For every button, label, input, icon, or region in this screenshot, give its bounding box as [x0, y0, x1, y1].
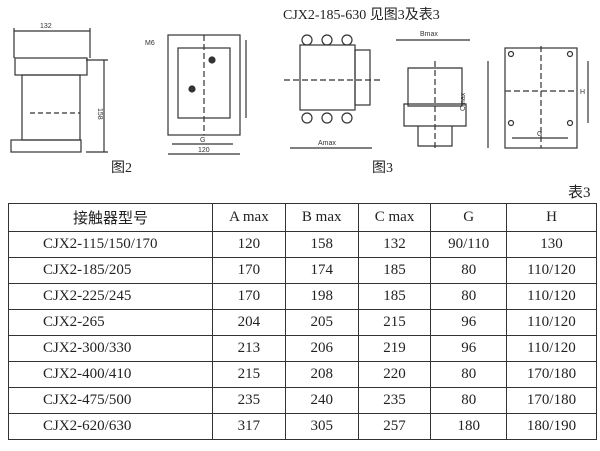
dimension-table: 接触器型号 A max B max C max G H CJX2-115/150… — [8, 203, 598, 440]
dim-120: 120 — [198, 147, 210, 154]
header-g: G — [430, 203, 507, 232]
cell-h: 180/190 — [505, 413, 598, 440]
cell-h: 170/180 — [505, 361, 598, 388]
cell-c-max: 235 — [357, 387, 432, 414]
cell-a-max: 170 — [212, 257, 286, 284]
cell-model: CJX2-400/410 — [8, 361, 213, 388]
fig3-front-view: Amax — [284, 34, 380, 149]
cell-c-max: 257 — [357, 413, 432, 440]
header-h: H — [505, 203, 598, 232]
dim-bmax: Bmax — [420, 31, 438, 38]
cell-model: CJX2-115/150/170 — [8, 231, 213, 258]
header-b-max: B max — [284, 203, 359, 232]
dim-h: H — [580, 89, 585, 96]
cell-g: 96 — [430, 335, 507, 362]
cell-b-max: 158 — [284, 231, 359, 258]
dim-amax: Amax — [318, 140, 336, 147]
cell-model: CJX2-225/245 — [8, 283, 213, 310]
cell-c-max: 215 — [357, 309, 432, 336]
mount-m6: M6 — [145, 40, 155, 47]
cell-h: 110/120 — [505, 335, 598, 362]
cell-a-max: 213 — [212, 335, 286, 362]
page-title: CJX2-185-630 见图3及表3 — [283, 8, 440, 23]
table-caption: 表3 — [568, 185, 591, 201]
cell-a-max: 204 — [212, 309, 286, 336]
cell-b-max: 240 — [284, 387, 359, 414]
cell-h: 110/120 — [505, 257, 598, 284]
cell-b-max: 205 — [284, 309, 359, 336]
cell-h: 170/180 — [505, 387, 598, 414]
fig3-mounting-view: H G — [504, 46, 589, 149]
cell-h: 110/120 — [505, 283, 598, 310]
cell-g: 80 — [430, 283, 507, 310]
header-model: 接触器型号 — [8, 203, 213, 232]
cell-model: CJX2-620/630 — [8, 413, 213, 440]
cell-model: CJX2-300/330 — [8, 335, 213, 362]
dim-cmax: Cmax — [460, 92, 467, 111]
cell-a-max: 120 — [212, 231, 286, 258]
cell-c-max: 132 — [357, 231, 432, 258]
dim-158: 158 — [96, 108, 103, 120]
cell-b-max: 305 — [284, 413, 359, 440]
cell-c-max: 219 — [357, 335, 432, 362]
cell-a-max: 317 — [212, 413, 286, 440]
cell-model: CJX2-475/500 — [8, 387, 213, 414]
technical-drawings: 132 158 M6 G 120 Amax Bmax Cmax H G — [10, 23, 589, 155]
figure-3-caption: 图3 — [372, 161, 393, 176]
cell-g: 80 — [430, 257, 507, 284]
fig3-side-view: Bmax Cmax — [396, 31, 489, 148]
cell-model: CJX2-265 — [8, 309, 213, 336]
fig2-front-view: M6 G 120 — [145, 34, 247, 155]
cell-b-max: 208 — [284, 361, 359, 388]
figure-2-caption: 图2 — [111, 161, 132, 176]
cell-model: CJX2-185/205 — [8, 257, 213, 284]
cell-h: 130 — [505, 231, 598, 258]
cell-a-max: 235 — [212, 387, 286, 414]
cell-g: 96 — [430, 309, 507, 336]
dim-132: 132 — [40, 23, 52, 30]
cell-g: 90/110 — [430, 231, 507, 258]
cell-c-max: 220 — [357, 361, 432, 388]
fig2-side-view: 132 158 — [10, 23, 108, 153]
cell-g: 80 — [430, 387, 507, 414]
cell-a-max: 170 — [212, 283, 286, 310]
dim-g: G — [200, 137, 205, 144]
cell-b-max: 206 — [284, 335, 359, 362]
cell-b-max: 174 — [284, 257, 359, 284]
cell-h: 110/120 — [505, 309, 598, 336]
header-a-max: A max — [212, 203, 286, 232]
cell-b-max: 198 — [284, 283, 359, 310]
cell-c-max: 185 — [357, 283, 432, 310]
cell-a-max: 215 — [212, 361, 286, 388]
dim-g3: G — [537, 131, 542, 138]
table-header-row: 接触器型号 A max B max C max G H — [8, 203, 598, 232]
header-c-max: C max — [357, 203, 432, 232]
cell-g: 180 — [430, 413, 507, 440]
cell-g: 80 — [430, 361, 507, 388]
cell-c-max: 185 — [357, 257, 432, 284]
